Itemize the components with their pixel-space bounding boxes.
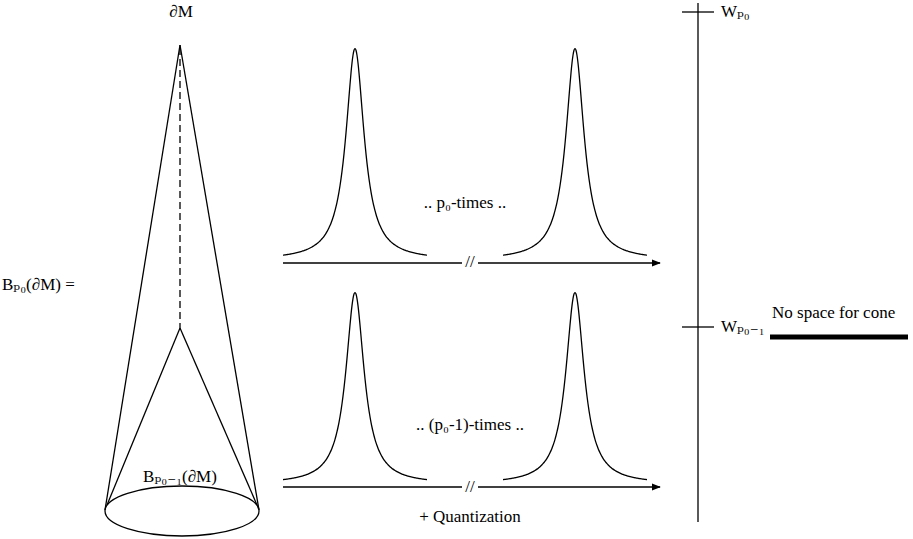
cone-edge bbox=[180, 45, 259, 510]
w-axis bbox=[697, 3, 698, 522]
label: .. p₀-times .. bbox=[424, 194, 506, 213]
peak-curve bbox=[503, 49, 647, 256]
cone-edge bbox=[105, 45, 180, 510]
label: No space for cone bbox=[772, 304, 895, 323]
peak-curve bbox=[283, 49, 427, 256]
label: ∂M bbox=[169, 3, 193, 22]
tick bbox=[682, 11, 714, 12]
thick-bar bbox=[770, 335, 908, 340]
label: // bbox=[462, 478, 477, 497]
peak-curve bbox=[503, 293, 647, 480]
cone-base bbox=[105, 486, 259, 536]
peak-curve bbox=[283, 293, 427, 480]
tick bbox=[682, 326, 714, 327]
label: + Quantization bbox=[419, 508, 521, 527]
label: Bₚ₀(∂M) = bbox=[2, 276, 75, 295]
label: // bbox=[462, 253, 477, 272]
label: .. (p₀-1)-times .. bbox=[416, 416, 524, 435]
label: Bₚ₀₋₁(∂M) bbox=[143, 468, 217, 487]
cone-axis bbox=[179, 48, 180, 328]
label: Wₚ₀ bbox=[721, 3, 750, 22]
label: Wₚ₀₋₁ bbox=[721, 318, 765, 337]
